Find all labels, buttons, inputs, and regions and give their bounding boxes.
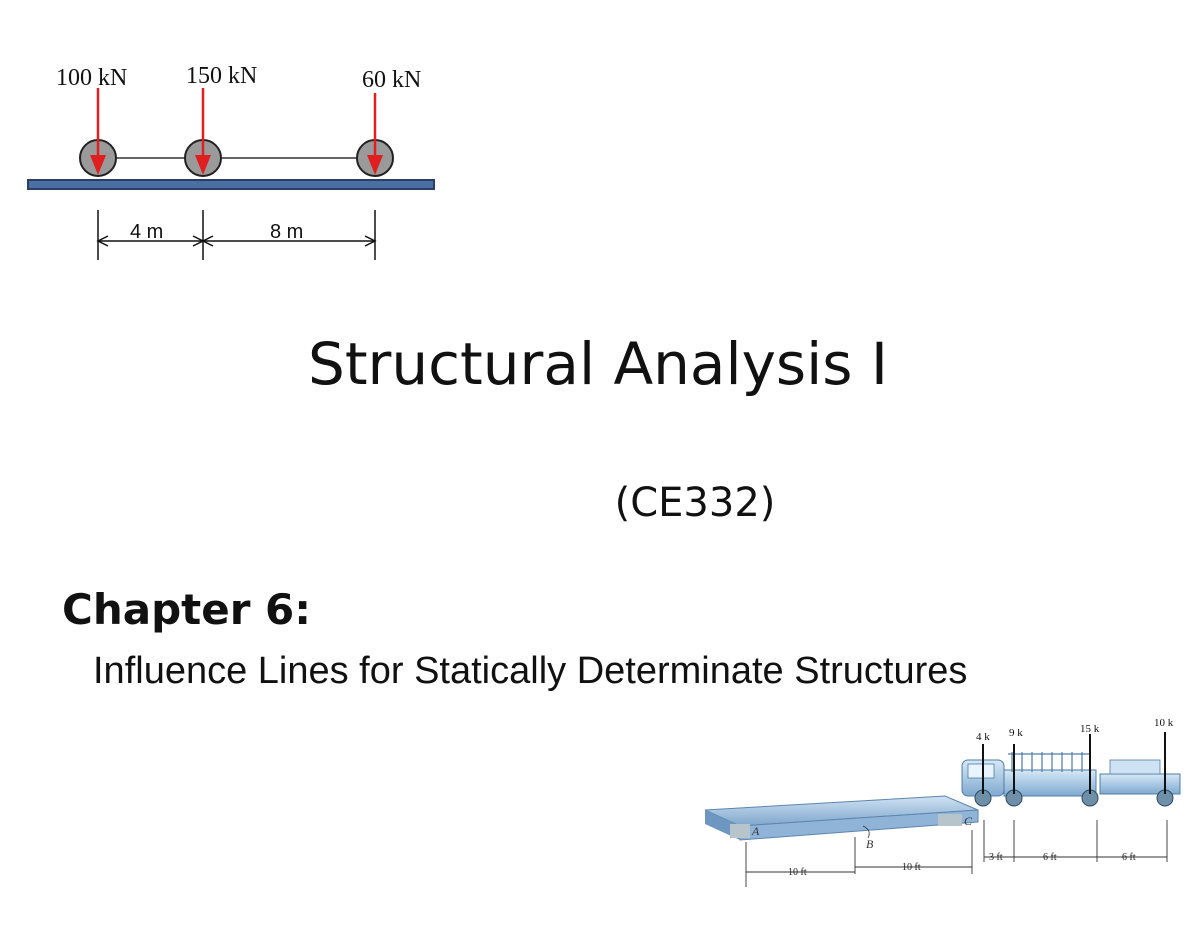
moving-load-diagram: 100 kN 150 kN 60 kN 4 m 8 m: [27, 63, 435, 260]
truck-load-label-1: 4 k: [976, 731, 990, 743]
load-label-3: 60 kN: [362, 67, 421, 93]
truck-load-label-4: 10 k: [1154, 717, 1174, 729]
dimension-label-1: 10 ft: [788, 867, 807, 878]
truck-load-arrows: [982, 732, 1166, 794]
dimension-lines: [96, 210, 377, 260]
truck-load-label-2: 9 k: [1009, 727, 1023, 739]
point-label-b: B: [866, 837, 874, 851]
load-arrow-1: [90, 88, 106, 175]
truck: [961, 752, 1181, 797]
dimension-label-3: 3 ft: [989, 852, 1003, 863]
point-label-a: A: [751, 824, 760, 838]
dimension-label-4: 6 ft: [1043, 852, 1057, 863]
bridge-truck-figure: A B C 4 k 9 k 15 k 10: [704, 717, 1181, 887]
truck-wheels: [974, 789, 1174, 807]
load-arrow-2: [195, 88, 211, 175]
girder: [704, 795, 979, 841]
load-label-2: 150 kN: [186, 63, 257, 89]
point-b-pointer: [862, 825, 870, 839]
dimension-label-5: 6 ft: [1122, 852, 1136, 863]
chapter-subtitle: Influence Lines for Statically Determina…: [93, 650, 968, 692]
point-label-c: C: [964, 814, 973, 828]
beam: [27, 179, 435, 190]
bridge-dimension-lines: [745, 820, 1168, 887]
spacing-label-2: 8 m: [270, 221, 303, 243]
spacing-label-1: 4 m: [130, 221, 163, 243]
load-label-1: 100 kN: [56, 65, 127, 91]
truck-load-label-3: 15 k: [1080, 723, 1100, 735]
chapter-label: Chapter 6:: [62, 585, 312, 634]
slide-title: Structural Analysis I: [308, 330, 888, 398]
course-code: (CE332): [614, 480, 776, 526]
load-arrow-3: [367, 93, 383, 175]
dimension-label-2: 10 ft: [902, 862, 921, 873]
